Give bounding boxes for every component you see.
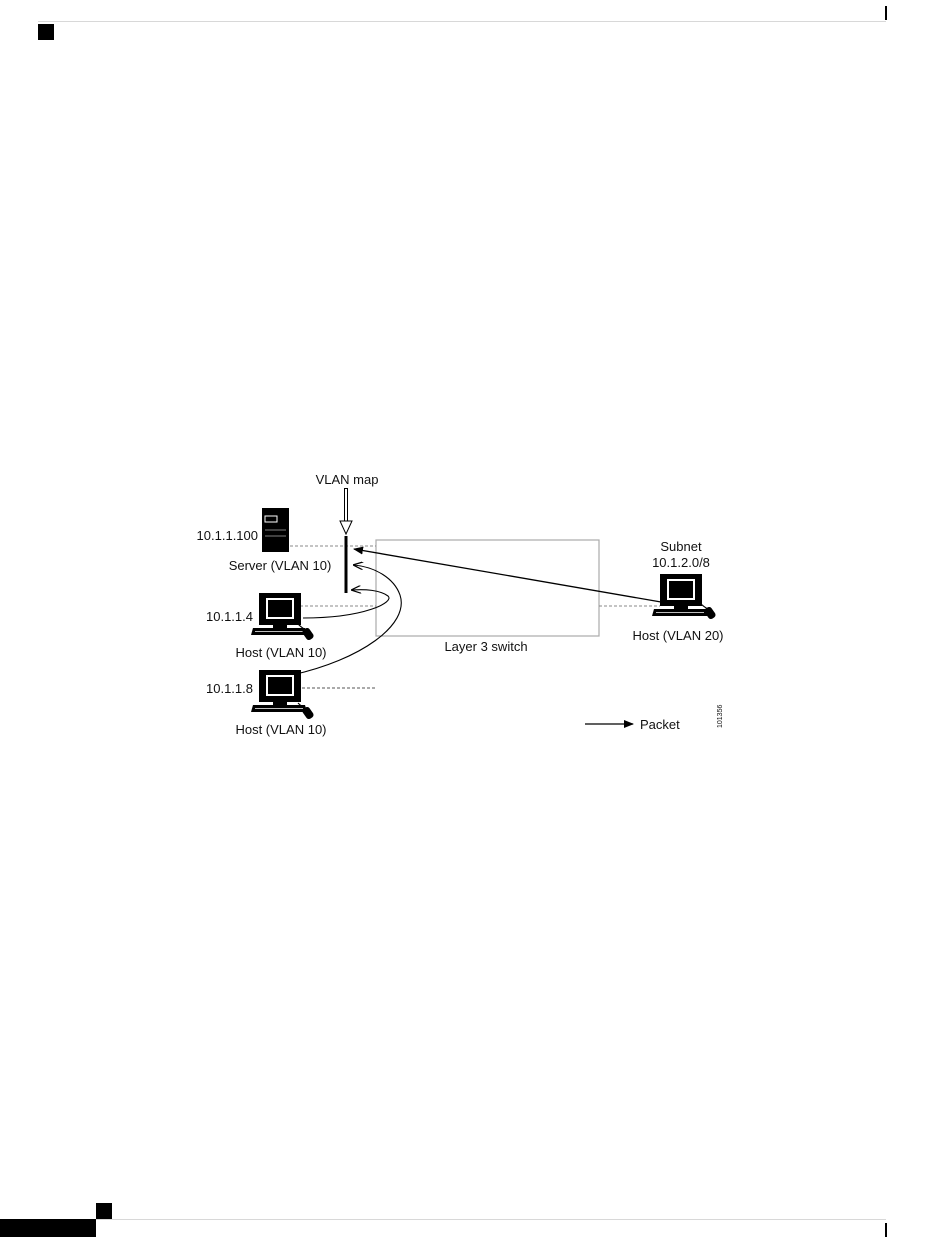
- host-b-ip: 10.1.1.8: [206, 681, 253, 696]
- legend-packet-label: Packet: [640, 717, 680, 732]
- host-c-label: Host (VLAN 20): [632, 628, 723, 643]
- subnet-title: Subnet: [660, 539, 702, 554]
- vlan-map-arrow: [340, 488, 352, 534]
- figure-id: 101356: [717, 705, 724, 728]
- host-a-label: Host (VLAN 10): [235, 645, 326, 660]
- workstation-icon: [251, 670, 307, 712]
- workstation-icon: [251, 593, 307, 635]
- layer3-switch-box: [376, 540, 599, 636]
- host-b-label: Host (VLAN 10): [235, 722, 326, 737]
- workstation-icon: [652, 574, 708, 616]
- server-ip: 10.1.1.100: [197, 528, 258, 543]
- server-label: Server (VLAN 10): [229, 558, 332, 573]
- host-a-ip: 10.1.1.4: [206, 609, 253, 624]
- switch-label: Layer 3 switch: [444, 639, 527, 654]
- subnet-value: 10.1.2.0/8: [652, 555, 710, 570]
- server-icon: [262, 508, 289, 552]
- vlan-map-label: VLAN map: [316, 472, 379, 487]
